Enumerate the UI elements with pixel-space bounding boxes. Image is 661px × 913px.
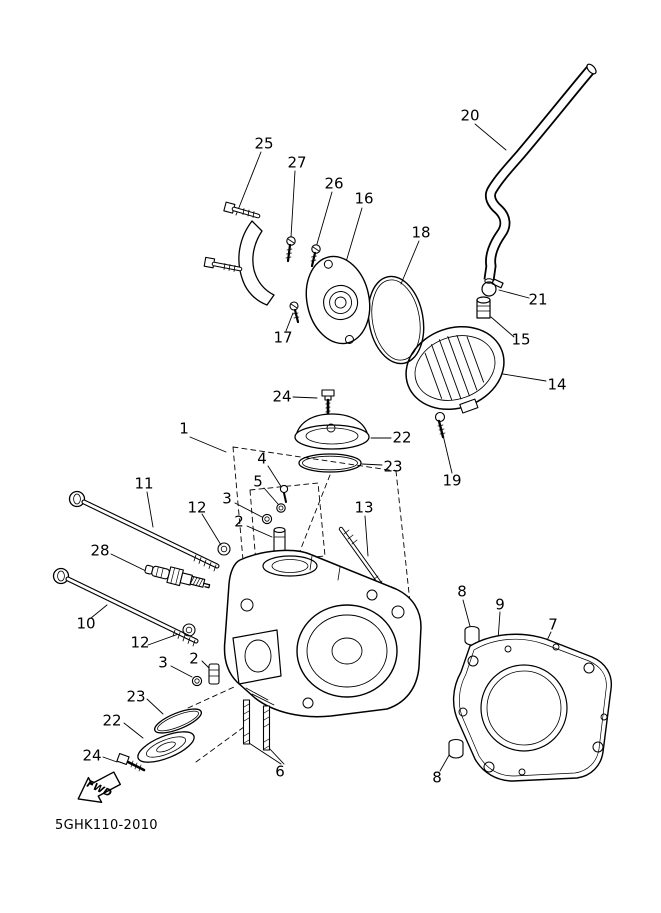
long-bolt-11-drawing	[68, 490, 220, 572]
bolt-24-top-drawing	[321, 389, 335, 416]
tappet-cover-top-drawing	[294, 413, 370, 450]
callout-12: 12	[187, 498, 207, 517]
screw-17-drawing	[289, 301, 300, 324]
callout-2: 2	[189, 649, 199, 668]
callout-10: 10	[76, 614, 96, 633]
callout-27: 27	[287, 153, 307, 172]
bolt-19-drawing	[434, 411, 446, 439]
fwd-arrow-icon: FWD	[77, 771, 122, 804]
screw-26-drawing	[310, 244, 321, 268]
bracket-stay-drawing	[203, 201, 275, 306]
callout-6: 6	[275, 762, 285, 781]
callout-9: 9	[495, 595, 505, 614]
callout-24: 24	[82, 746, 102, 765]
breather-cover-drawing	[405, 325, 505, 414]
washer-12-top-drawing	[217, 542, 231, 556]
construction-lines	[187, 446, 415, 763]
callout-23: 23	[383, 457, 403, 476]
studs-6-drawing	[242, 699, 271, 751]
cylinder-head-drawing	[223, 549, 422, 718]
callout-7: 7	[548, 615, 558, 634]
callout-8: 8	[432, 768, 442, 787]
dowel-pin-bottom-drawing	[448, 738, 464, 759]
callout-22: 22	[102, 711, 122, 730]
callout-5: 5	[253, 472, 263, 491]
callout-14: 14	[547, 375, 567, 394]
head-gasket-drawing	[452, 633, 613, 782]
callout-18: 18	[411, 223, 431, 242]
callout-13: 13	[354, 498, 374, 517]
callout-26: 26	[324, 174, 344, 193]
hose-clamp-drawing	[481, 278, 504, 297]
callout-19: 19	[442, 471, 462, 490]
screw-27-drawing	[285, 236, 296, 263]
spark-plug-drawing	[144, 564, 211, 589]
callout-15: 15	[511, 330, 531, 349]
o-ring-23-top-drawing	[298, 453, 362, 473]
long-bolt-10-drawing	[52, 567, 199, 647]
callout-20: 20	[460, 106, 480, 125]
part-code: 5GHK110-2010	[55, 818, 158, 833]
washer-12-bottom-drawing	[182, 623, 196, 637]
callout-23: 23	[126, 687, 146, 706]
cover-plate-drawing	[305, 255, 371, 345]
callout-8: 8	[457, 582, 467, 601]
callout-3: 3	[222, 489, 232, 508]
callout-2: 2	[234, 512, 244, 531]
bolt-24-bottom-drawing	[116, 752, 146, 772]
callout-16: 16	[354, 189, 374, 208]
o-ring-18-drawing	[367, 275, 425, 365]
valve-small-parts-bottom-drawing	[191, 663, 220, 687]
callout-25: 25	[254, 134, 274, 153]
callout-21: 21	[528, 290, 548, 309]
dowel-pin-top-drawing	[464, 625, 480, 646]
callout-12: 12	[130, 633, 150, 652]
o-ring-23-bottom-drawing	[153, 708, 203, 734]
callout-22: 22	[392, 428, 412, 447]
pipe-joint-drawing	[476, 296, 491, 319]
callout-1: 1	[179, 419, 189, 438]
callout-3: 3	[158, 653, 168, 672]
callout-11: 11	[134, 474, 154, 493]
valve-small-parts-top-drawing	[261, 484, 289, 555]
tappet-cover-bottom-drawing	[137, 731, 195, 763]
callout-17: 17	[273, 328, 293, 347]
callout-4: 4	[257, 449, 267, 468]
callout-28: 28	[90, 541, 110, 560]
callout-24: 24	[272, 387, 292, 406]
